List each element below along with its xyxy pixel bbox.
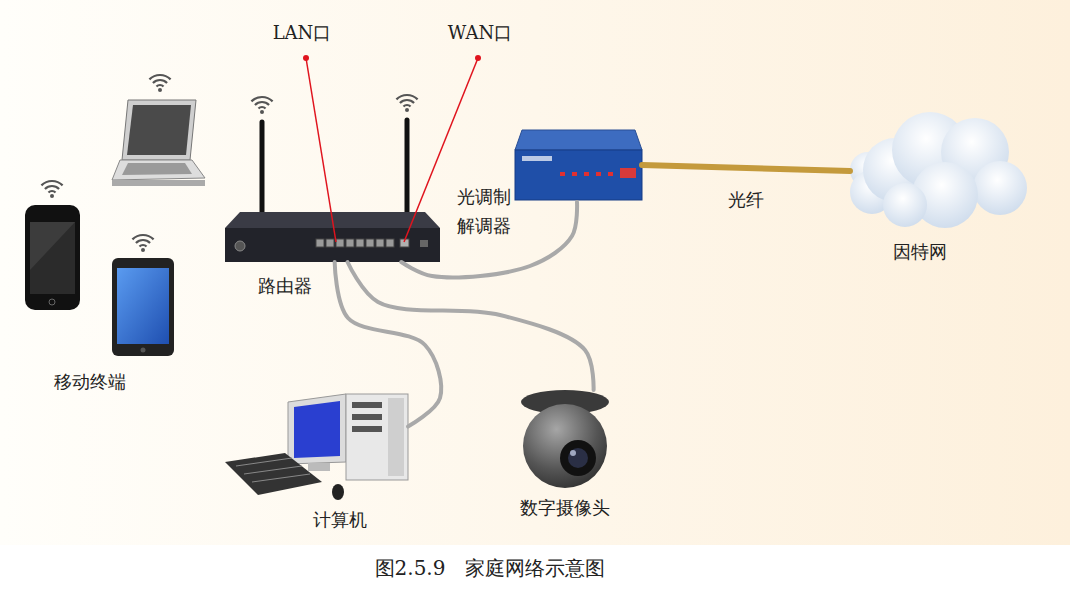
lens-highlight bbox=[570, 450, 576, 456]
wifi-symbol bbox=[396, 95, 417, 112]
camera-lens bbox=[560, 440, 596, 476]
key-row bbox=[236, 458, 292, 466]
modem-light bbox=[560, 172, 565, 176]
router bbox=[225, 120, 440, 262]
antenna bbox=[405, 120, 410, 214]
lan-port bbox=[336, 239, 344, 247]
modem-logo bbox=[522, 156, 552, 161]
drive-slot bbox=[352, 426, 382, 432]
internet-cloud bbox=[850, 112, 1027, 228]
drive-slot bbox=[352, 414, 382, 420]
lan-port bbox=[376, 239, 384, 247]
device-node: 因特网 bbox=[850, 112, 1028, 230]
key-row bbox=[252, 474, 310, 482]
tower bbox=[346, 394, 408, 480]
port-callout: LAN口 bbox=[273, 22, 332, 44]
laptop-screen bbox=[127, 105, 191, 155]
phone-body bbox=[25, 205, 80, 310]
lan-port bbox=[386, 239, 394, 247]
device-label: 数字摄像头 bbox=[520, 497, 610, 519]
figure-caption: 图2.5.9 家庭网络示意图 bbox=[375, 556, 606, 580]
leader-dot bbox=[303, 55, 309, 61]
laptop-keyboard bbox=[122, 163, 192, 175]
device-label: 路由器 bbox=[258, 275, 312, 297]
lan-port bbox=[356, 239, 364, 247]
wifi-symbol bbox=[149, 75, 170, 92]
device-node: 光调制 解调器 bbox=[512, 128, 642, 202]
cloud-puff bbox=[883, 183, 927, 227]
mouse bbox=[332, 484, 344, 500]
device-node: 数字摄像头 bbox=[520, 390, 612, 492]
network-cable bbox=[335, 262, 442, 427]
modem bbox=[515, 130, 642, 200]
phone bbox=[25, 205, 80, 310]
wifi-symbol bbox=[251, 97, 272, 114]
laptop-base bbox=[112, 160, 205, 180]
modem-light bbox=[584, 172, 589, 176]
monitor bbox=[288, 394, 346, 464]
device-node: 路由器 bbox=[225, 210, 440, 262]
background bbox=[0, 0, 1070, 545]
port-callout: WAN口 bbox=[448, 22, 512, 44]
key-row bbox=[244, 466, 302, 474]
camera-dome bbox=[523, 404, 607, 488]
network-cable bbox=[642, 165, 850, 171]
laptop bbox=[112, 100, 205, 186]
lan-port bbox=[366, 239, 374, 247]
tablet-body bbox=[112, 258, 174, 356]
device-node: 移动终端 bbox=[20, 65, 205, 360]
camera bbox=[521, 390, 609, 488]
device-label: 移动终端 bbox=[54, 371, 126, 393]
device-node: 计算机 bbox=[225, 392, 408, 500]
wifi-symbol bbox=[41, 181, 62, 198]
laptop-lid bbox=[122, 100, 196, 160]
network-cable bbox=[348, 262, 594, 390]
modem-front bbox=[515, 150, 642, 200]
reset-port bbox=[420, 240, 428, 247]
tablet bbox=[112, 258, 174, 356]
phone-screen bbox=[30, 222, 75, 294]
phone-glare bbox=[30, 222, 75, 270]
lens-glass bbox=[568, 448, 588, 468]
leader-line bbox=[306, 58, 336, 242]
tablet-screen bbox=[117, 268, 169, 344]
device-label: 光调制 解调器 bbox=[454, 183, 513, 241]
drive-slot bbox=[352, 402, 382, 408]
wifi-symbol bbox=[132, 235, 153, 252]
lan-port bbox=[346, 239, 354, 247]
computer bbox=[225, 394, 408, 500]
lan-port bbox=[316, 239, 324, 247]
modem-panel bbox=[620, 168, 636, 178]
power-button bbox=[235, 241, 245, 251]
leader-dot bbox=[475, 55, 481, 61]
modem-light bbox=[596, 172, 601, 176]
modem-light bbox=[572, 172, 577, 176]
modem-top bbox=[515, 130, 642, 150]
lan-port bbox=[326, 239, 334, 247]
monitor-stand bbox=[308, 463, 330, 471]
antenna bbox=[260, 122, 265, 214]
monitor-screen bbox=[294, 401, 340, 458]
keyboard bbox=[225, 453, 322, 495]
cloud-puff bbox=[973, 161, 1027, 215]
network-cable bbox=[401, 202, 577, 277]
tablet-button bbox=[141, 348, 146, 353]
modem-light bbox=[608, 172, 613, 176]
laptop-edge bbox=[112, 180, 205, 186]
leader-line bbox=[404, 58, 478, 242]
device-label: 计算机 bbox=[313, 509, 367, 531]
device-label: 因特网 bbox=[893, 241, 947, 263]
tower-side bbox=[388, 398, 404, 476]
cable-label: 光纤 bbox=[728, 189, 764, 211]
phone-button bbox=[49, 299, 55, 305]
